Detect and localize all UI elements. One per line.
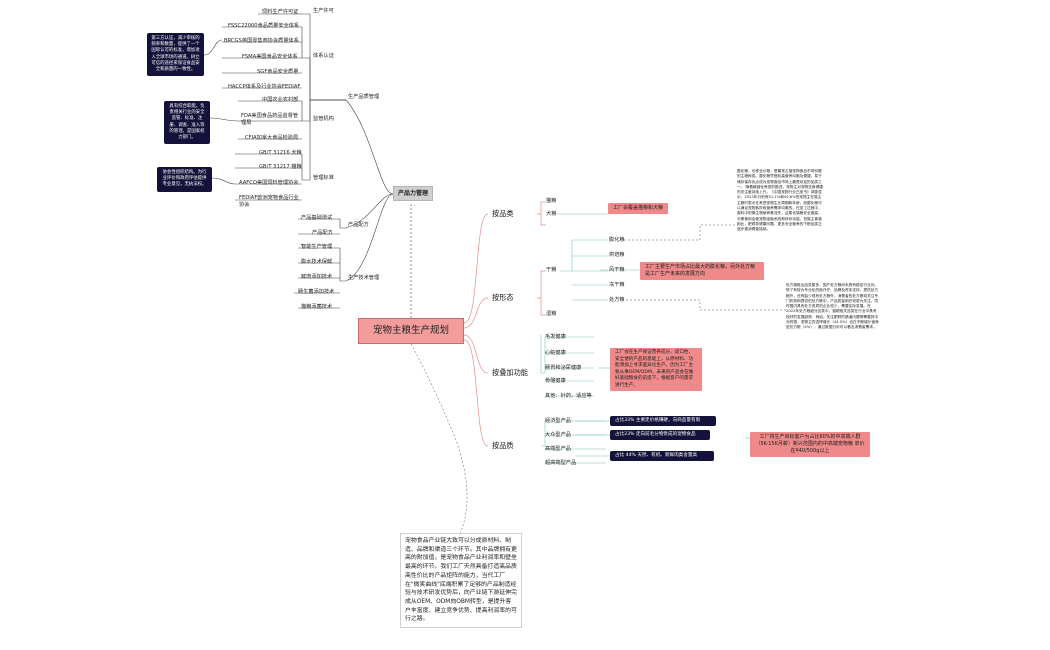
root-title[interactable]: 宠物主粮生产规划: [358, 318, 464, 344]
regulator-item[interactable]: FDA美国食品药品监督管理局: [241, 113, 299, 126]
quality-item[interactable]: 超高端型产品: [545, 460, 577, 466]
dry-item[interactable]: 膨化粮: [609, 237, 625, 243]
function-item[interactable]: 心脏健康: [545, 350, 566, 356]
function-item[interactable]: 其他：针药、适应等: [545, 393, 592, 399]
dry-item[interactable]: 处方粮: [609, 297, 625, 303]
branch-quality[interactable]: 按品质: [492, 441, 514, 450]
formula-mgmt-label[interactable]: 产品配方: [348, 222, 369, 228]
standard-item[interactable]: FEDIAF欧洲宠物食品行业协会: [239, 195, 299, 208]
form-dry[interactable]: 干粮: [546, 267, 557, 273]
cert-item[interactable]: FSSC22000食品质量安全体系: [228, 23, 300, 29]
note-certification: 第三方认证，减少审核的频率和数量，提供了一个国际认可的标准，增加进入全球市场的通…: [147, 33, 204, 77]
standard-item[interactable]: AAFCO美国饲料管理协会: [239, 180, 299, 186]
permit-item[interactable]: 饲料生产许可证: [262, 9, 299, 15]
dry-item[interactable]: 冻干粮: [609, 282, 625, 288]
category-item-dog[interactable]: 犬粮: [546, 211, 557, 217]
function-callout: 工厂会在生产保证营养成分、适口性、安全便的产品的基础上，从原材料、功能添加上寻求…: [610, 348, 702, 391]
regulator-item[interactable]: 中国农业农村部: [262, 97, 299, 103]
formula-item[interactable]: 产品基础测试: [301, 215, 333, 221]
quality-share: 占比33% 主要走价格赚硬，向商品量有限: [610, 416, 716, 426]
tech-item[interactable]: 鲜肉添加技术: [301, 274, 333, 280]
form-wet[interactable]: 湿粮: [546, 311, 557, 317]
bottom-summary-note: 宠物食品产业链大致可以分成原材料、制造、品牌和渠道三个环节。其中品牌拥有更高的附…: [400, 533, 522, 629]
dry-item[interactable]: 风干粮: [609, 267, 625, 273]
dry-item[interactable]: 烘焙粮: [609, 252, 625, 258]
quality-share: 占比 44% 天然、有机、新鲜肉类含量高: [610, 451, 714, 461]
category-item-cat[interactable]: 猫粮: [546, 198, 557, 204]
certification-label[interactable]: 体系认证: [313, 53, 334, 59]
standard-item[interactable]: GB/T 31216 犬粮: [259, 150, 302, 156]
production-mgmt-label[interactable]: 生产品质管理: [348, 94, 380, 100]
category-callout: 工厂会覆盖猫粮和犬粮: [608, 203, 669, 214]
function-item[interactable]: 骨骼健康: [545, 378, 566, 384]
quality-item[interactable]: 高端型产品: [545, 446, 571, 452]
formula-item[interactable]: 产品配方: [312, 230, 333, 236]
standards-label[interactable]: 管理标准: [313, 175, 334, 181]
prescription-food-note: 处方粮推出品类繁多，国产处方粮尚未具有稳定行业问。除了有较为专业化的医疗疗、品牌…: [786, 283, 879, 330]
regulator-item[interactable]: CFIA加拿大食品检验局: [245, 135, 299, 141]
note-standards: 协会性组织结构。为行业评价和政府评估提供专业意见，无执法权。: [157, 167, 212, 192]
quality-item[interactable]: 经济型产品: [545, 418, 571, 424]
management-node[interactable]: 产品力管理: [393, 186, 433, 201]
quality-item[interactable]: 大众型产品: [545, 432, 571, 438]
cert-item[interactable]: FSMA美国食品安全体系: [242, 54, 298, 60]
tech-item[interactable]: 肠生菌添加技术: [298, 289, 335, 295]
form-callout: 工厂主要生产市场占比最大的膨化粮，另外处方粮是工厂生产未来的发展方向: [640, 262, 764, 280]
cert-item[interactable]: HACCP体系及行业协会FEDIAF: [228, 84, 301, 90]
branch-category[interactable]: 按品类: [492, 209, 514, 218]
branch-function[interactable]: 按叠加功能: [492, 368, 528, 377]
standard-item[interactable]: GB/T 31217 猫粮: [259, 164, 302, 170]
branch-form[interactable]: 按形态: [492, 293, 514, 302]
tech-item[interactable]: 智能生产管理: [301, 244, 333, 250]
cert-item[interactable]: BRCGS英国零售商协会质量体系: [224, 38, 299, 44]
note-regulators: 具有综合职能。负责相关行业的安全监管、标准、注册、调查、准入等的管理，是国家权力…: [164, 101, 210, 145]
quality-callout: 工厂将生产目标客户为占比60%的中高端人群（5K-15K月薪）新兴范围内的中高端…: [750, 432, 870, 457]
function-item[interactable]: 肠胃和泌尿健康: [545, 365, 582, 371]
regulators-label[interactable]: 监管机构: [313, 116, 334, 122]
permits-label[interactable]: 生产许可: [313, 8, 334, 14]
extruded-food-note: 膨化粮，也称全价粮，是最常占猫宠物食品市场份额的主粮种类。膨化粮凭借较高营养均衡…: [737, 169, 823, 232]
cert-item[interactable]: SGF食品安全质量: [257, 69, 299, 75]
tech-mgmt-label[interactable]: 生产技术管理: [348, 275, 380, 281]
tech-item[interactable]: 猫粮添菌技术: [301, 304, 333, 310]
quality-share: 占比23% 走向前毛分物贵成的宠物食品: [610, 430, 710, 440]
tech-item[interactable]: 膨水技术保鲜: [301, 259, 333, 265]
function-item[interactable]: 毛发健康: [545, 334, 566, 340]
